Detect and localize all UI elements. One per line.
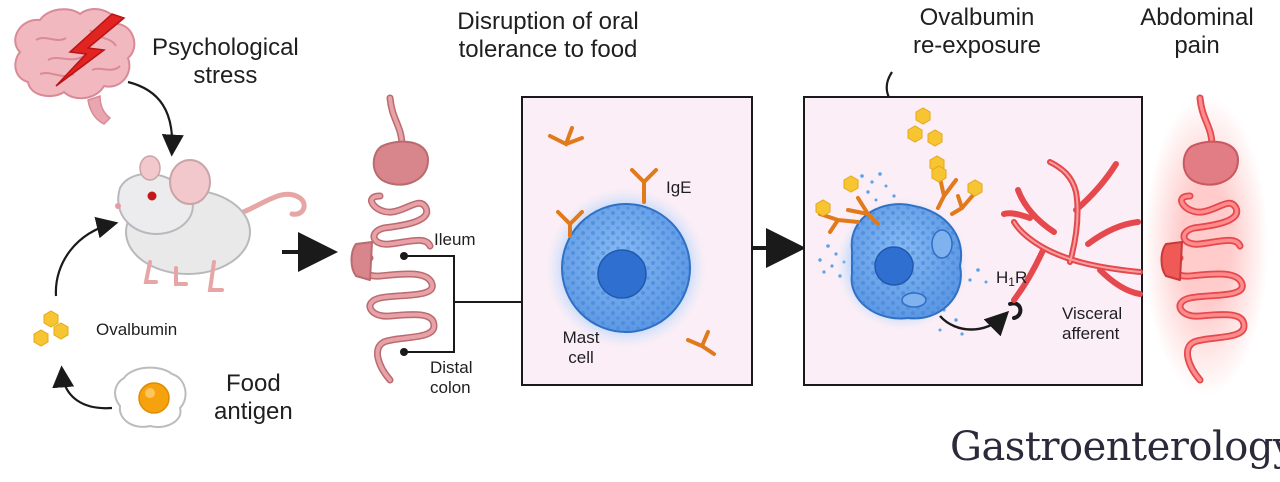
ige-antigen-complex-icon — [815, 165, 983, 234]
label-disruption: Disruption of oral tolerance to food — [457, 8, 639, 63]
mouse-icon — [115, 155, 307, 292]
arrow-ovalbumin-to-mouse — [54, 216, 119, 297]
label-reexposure: Ovalbumin re-exposure — [912, 4, 1042, 59]
degranulating-mast-cell-icon — [836, 198, 968, 330]
intestine-normal-icon — [350, 94, 438, 384]
label-h1r: H1R — [996, 268, 1028, 289]
visceral-afferent-nerve-icon — [1001, 159, 1143, 303]
label-ovalbumin: Ovalbumin — [96, 320, 178, 339]
ovalbumin-antigen-icon — [33, 310, 69, 347]
antigen-cluster-icon — [907, 107, 945, 173]
arrow-egg-to-ovalbumin — [52, 365, 113, 410]
mast-cell-icon — [546, 188, 706, 348]
label-abdominal-pain: Abdominal pain — [1140, 4, 1254, 59]
journal-logo: Gastroenterology — [950, 424, 1280, 470]
bracket-connector — [404, 255, 522, 353]
h1r-receptor-icon — [1008, 301, 1023, 320]
label-food-antigen: Food antigen — [214, 370, 293, 425]
label-psychological-stress: Psychological stress — [152, 34, 299, 89]
intestine-inflamed-icon — [1144, 94, 1268, 396]
ige-antibody-icon — [548, 126, 716, 356]
label-mast-cell: Mast cell — [562, 328, 600, 367]
label-ileum: Ileum — [434, 230, 476, 249]
arrow-brain-to-mouse — [127, 80, 184, 157]
lightning-icon — [55, 13, 126, 87]
histamine-to-receptor-arrow — [939, 310, 1010, 337]
egg-icon — [114, 366, 187, 428]
label-distal-colon: Distal colon — [430, 358, 473, 397]
label-ige: IgE — [666, 178, 692, 197]
label-visceral-afferent: Visceral afferent — [1062, 304, 1123, 343]
